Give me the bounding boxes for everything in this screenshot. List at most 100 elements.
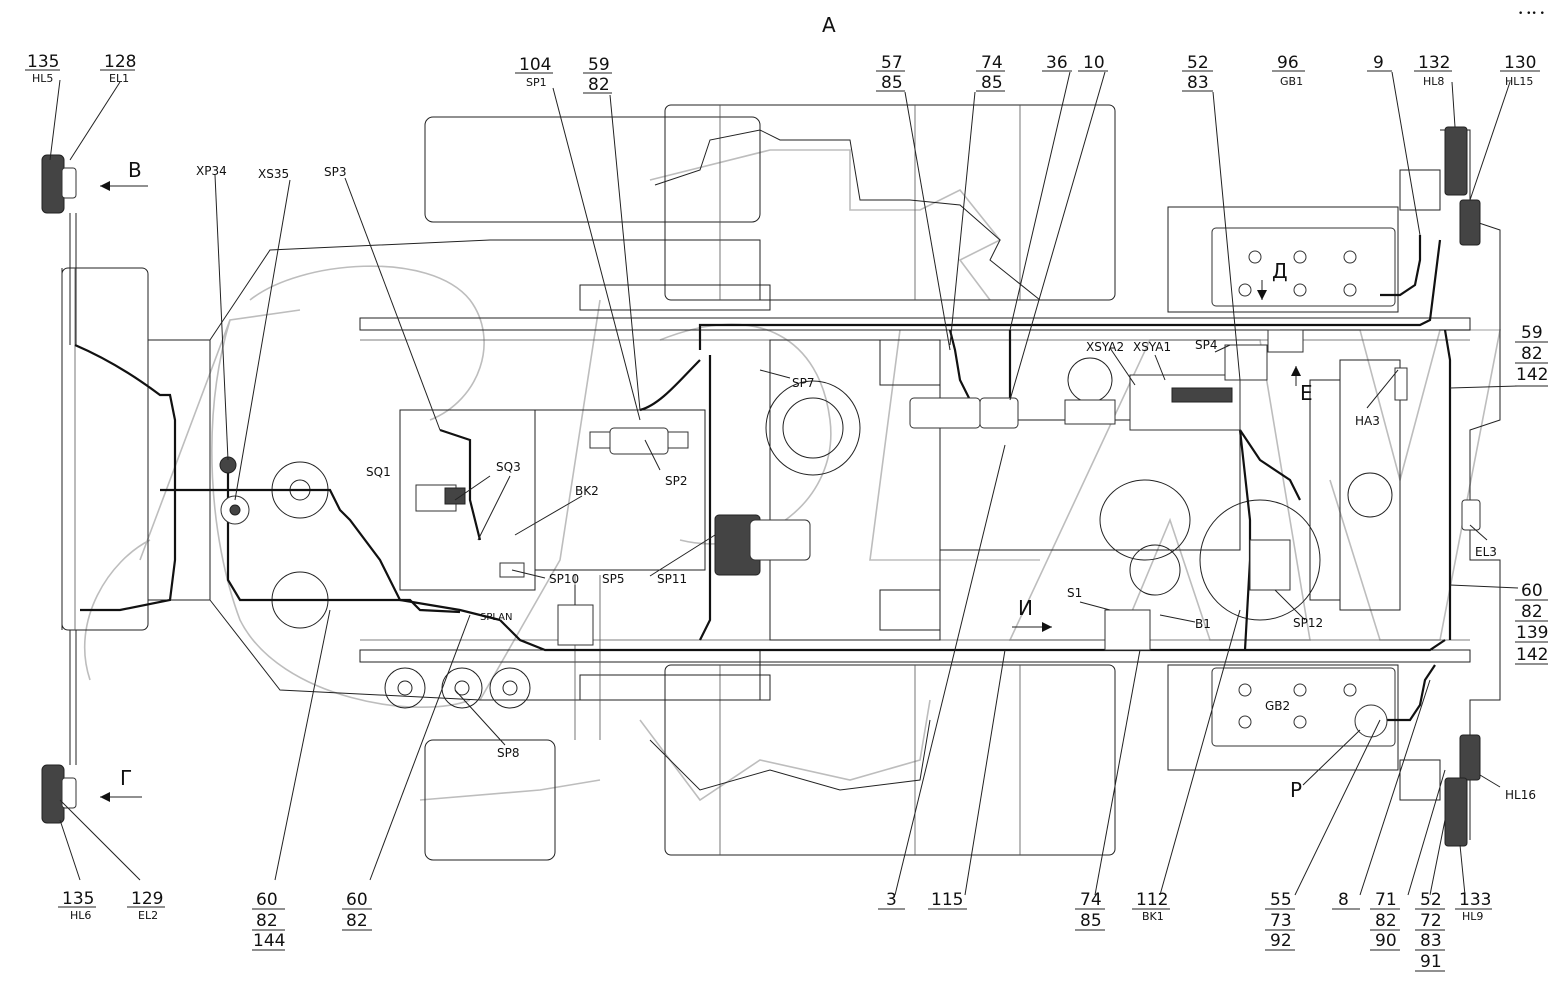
svg-text:132: 132	[1418, 53, 1450, 73]
direction-d: Д	[1272, 259, 1288, 283]
svg-text:74: 74	[1080, 890, 1102, 910]
svg-text:83: 83	[1187, 73, 1209, 93]
direction-e: Е	[1300, 381, 1313, 405]
direction-arrows: В Г Д Е И	[100, 158, 1313, 802]
relay-sp4	[1224, 344, 1268, 381]
svg-text:HL5: HL5	[32, 72, 53, 85]
svg-text:142: 142	[1516, 645, 1548, 665]
svg-text:52: 52	[1420, 890, 1442, 910]
callout-52-83: 52 83	[1182, 53, 1213, 93]
leader-lines	[49, 71, 1519, 896]
svg-text:EL2: EL2	[138, 909, 158, 922]
svg-text:71: 71	[1375, 890, 1397, 910]
label-gb2: GB2	[1265, 699, 1290, 713]
callout-129-el2: 129 EL2	[127, 889, 165, 922]
callout-128-el1: 128 EL1	[100, 52, 136, 85]
svg-text:96: 96	[1277, 53, 1299, 73]
svg-text:83: 83	[1420, 931, 1442, 951]
svg-text:144: 144	[253, 931, 285, 951]
svg-text:139: 139	[1516, 623, 1548, 643]
svg-text:9: 9	[1373, 53, 1384, 73]
corner-marks: • •• •	[1518, 9, 1545, 19]
svg-text:85: 85	[981, 73, 1003, 93]
svg-text:BK1: BK1	[1142, 910, 1164, 923]
watermark: SPLAN	[84, 149, 1501, 802]
svg-text:82: 82	[346, 911, 368, 931]
label-xp34: XP34	[196, 164, 227, 178]
label-sp7: SP7	[792, 376, 815, 390]
lamp-el3	[1461, 499, 1481, 531]
svg-text:36: 36	[1046, 53, 1068, 73]
alternator	[1064, 399, 1116, 425]
svg-text:85: 85	[1080, 911, 1102, 931]
svg-text:82: 82	[588, 75, 610, 95]
svg-text:52: 52	[1187, 53, 1209, 73]
label-sp10: SP10	[549, 572, 579, 586]
label-sq1: SQ1	[366, 465, 391, 479]
label-xsya2: XSYA2	[1086, 340, 1124, 354]
callout-135-hl5: 135 HL5	[25, 52, 60, 85]
svg-text:128: 128	[104, 52, 136, 72]
svg-text:60: 60	[1521, 581, 1543, 601]
svg-text:142: 142	[1516, 365, 1548, 385]
switch-s1	[1104, 609, 1151, 651]
svg-text:90: 90	[1375, 931, 1397, 951]
tail-light-hl8	[1444, 126, 1468, 196]
svg-text:112: 112	[1136, 890, 1168, 910]
lights	[41, 126, 1481, 847]
label-sp8: SP8	[497, 746, 520, 760]
sensor-sp2	[609, 427, 669, 455]
callout-74-85-bot: 74 85	[1075, 890, 1105, 931]
callout-60-82-139-142: 60 82 139 142	[1515, 581, 1548, 665]
callout-71-82-90: 71 82 90	[1370, 890, 1400, 951]
sensor-sp12	[1249, 539, 1291, 591]
battery-terminal-p	[1354, 704, 1388, 738]
direction-i: И	[1018, 596, 1033, 620]
callout-9: 9	[1367, 53, 1392, 73]
svg-text:8: 8	[1338, 890, 1349, 910]
label-sp3: SP3	[324, 165, 347, 179]
svg-text:135: 135	[27, 52, 59, 72]
horn-ha3	[1394, 367, 1408, 401]
svg-text:HL15: HL15	[1505, 75, 1533, 88]
callout-3: 3	[878, 890, 905, 910]
svg-text:72: 72	[1420, 911, 1442, 931]
callout-115: 115	[928, 890, 967, 910]
callout-74-85-top: 74 85	[976, 53, 1005, 93]
label-b1: B1	[1195, 617, 1211, 631]
svg-text:60: 60	[256, 890, 278, 910]
svg-text:55: 55	[1270, 890, 1292, 910]
label-sp2: SP2	[665, 474, 688, 488]
label-hl16: HL16	[1505, 788, 1536, 802]
label-sp12: SP12	[1293, 616, 1323, 630]
callout-57-85: 57 85	[876, 53, 905, 93]
tail-light-hl15	[1459, 199, 1481, 246]
direction-v: В	[128, 158, 142, 182]
svg-text:GB1: GB1	[1280, 75, 1303, 88]
callout-96-gb1: 96 GB1	[1272, 53, 1305, 88]
callout-10: 10	[1078, 53, 1108, 73]
callout-130-hl15: 130 HL15	[1500, 53, 1540, 88]
svg-text:82: 82	[1375, 911, 1397, 931]
chassis-outline	[61, 104, 1501, 861]
svg-text:129: 129	[131, 889, 163, 909]
tail-light-hl16	[1459, 734, 1481, 781]
wiring-harness	[74, 235, 1452, 722]
svg-text:82: 82	[256, 911, 278, 931]
headlight-el1	[41, 154, 65, 214]
callout-52-72-83-91: 52 72 83 91	[1415, 890, 1445, 972]
svg-text:130: 130	[1504, 53, 1536, 73]
svg-text:3: 3	[886, 890, 897, 910]
direction-g: Г	[120, 766, 132, 790]
label-sp4: SP4	[1195, 338, 1218, 352]
view-label: А	[822, 13, 836, 37]
svg-text:92: 92	[1270, 931, 1292, 951]
svg-text:74: 74	[981, 53, 1003, 73]
watermark-text: SPLAN	[480, 612, 513, 623]
svg-text:82: 82	[1521, 602, 1543, 622]
component-labels: XP34 XS35 SP3 SQ1 SQ3 BK2 SP2 SP7 SP10 S…	[196, 164, 1536, 802]
svg-text:10: 10	[1083, 53, 1105, 73]
callout-133-hl9: 133 HL9	[1455, 890, 1492, 923]
